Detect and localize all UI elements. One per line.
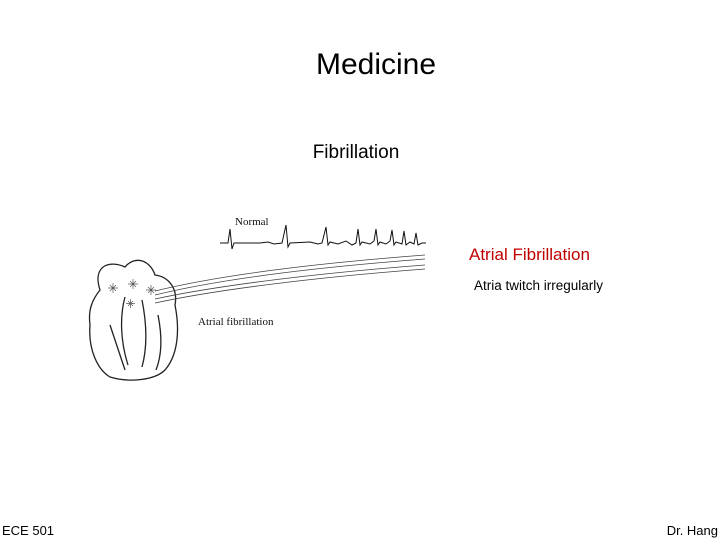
slide-subtitle: Fibrillation [312,142,400,163]
atria-twitch-marks [108,279,156,308]
figure-label-normal: Normal [235,216,269,228]
slide-title: Medicine [315,48,437,81]
heart-ecg-illustration: Normal Atrial fibrillation [88,216,426,381]
atria-twitch-caption: Atria twitch irregularly [474,278,604,293]
atrial-fibrillation-label: Atrial Fibrillation [469,245,590,264]
footer-course: ECE 501 [2,523,55,538]
footer-author: Dr. Hang [666,523,718,538]
ecg-trace [220,224,426,250]
lead-lines [154,254,426,304]
figure-label-atrial-fibrillation: Atrial fibrillation [198,316,274,328]
heart-outline [88,259,179,381]
